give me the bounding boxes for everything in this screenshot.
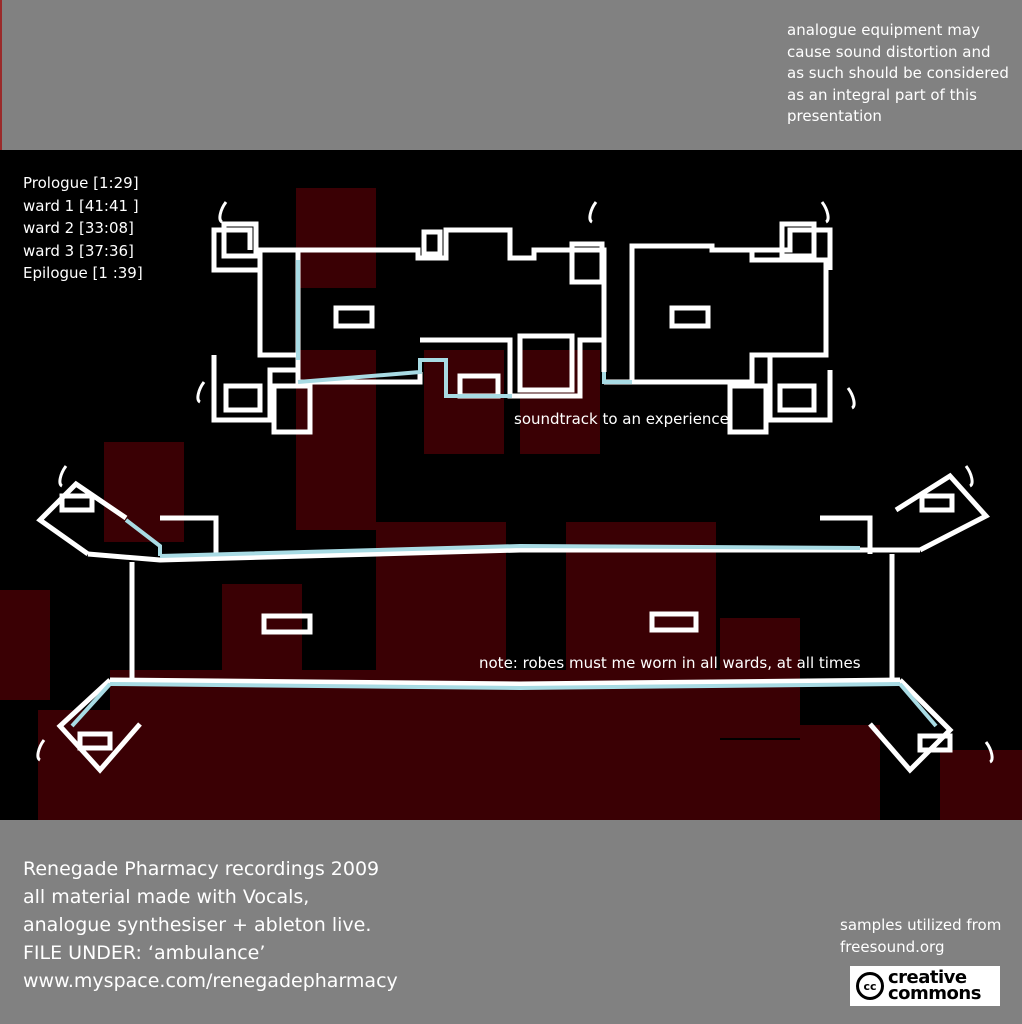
credit-line: FILE UNDER: ‘ambulance’ <box>23 942 266 964</box>
hook-marks <box>36 201 994 764</box>
creative-commons-logo: cc creative commons <box>850 966 1000 1006</box>
credit-line: analogue synthesiser + ableton live. <box>23 914 372 936</box>
robes-note: note: robes must me worn in all wards, a… <box>479 654 861 672</box>
credits: Renegade Pharmacy recordings 2009 all ma… <box>23 855 398 995</box>
floorplan-artwork <box>0 150 1022 820</box>
track-item: ward 1 [41:41 ] <box>23 196 139 215</box>
top-band: analogue equipment may cause sound disto… <box>0 0 1022 150</box>
track-item: ward 3 [37:36] <box>23 241 134 260</box>
floorplan-graphic <box>0 188 1022 820</box>
tagline: soundtrack to an experience <box>514 410 729 428</box>
warning-text: analogue equipment may cause sound disto… <box>787 21 1009 125</box>
website-link[interactable]: www.myspace.com/renegadepharmacy <box>23 970 398 992</box>
track-item: Prologue [1:29] <box>23 174 139 192</box>
track-item: ward 2 [33:08] <box>23 219 134 237</box>
cc-wordmark: creative commons <box>888 967 981 1004</box>
track-item: Epilogue [1 :39] <box>23 264 143 282</box>
credit-line: all material made with Vocals, <box>23 886 310 908</box>
lower-corridors <box>70 518 938 728</box>
upper-corridors <box>296 260 632 398</box>
freesound-link[interactable]: freesound.org <box>840 938 945 956</box>
cc-icon: cc <box>856 972 884 1000</box>
credit-line: Renegade Pharmacy recordings 2009 <box>23 858 380 880</box>
samples-credit: samples utilized from freesound.org <box>840 916 1002 956</box>
tracklist: Prologue [1:29] ward 1 [41:41 ] ward 2 [… <box>23 172 143 285</box>
lower-building <box>36 472 991 774</box>
